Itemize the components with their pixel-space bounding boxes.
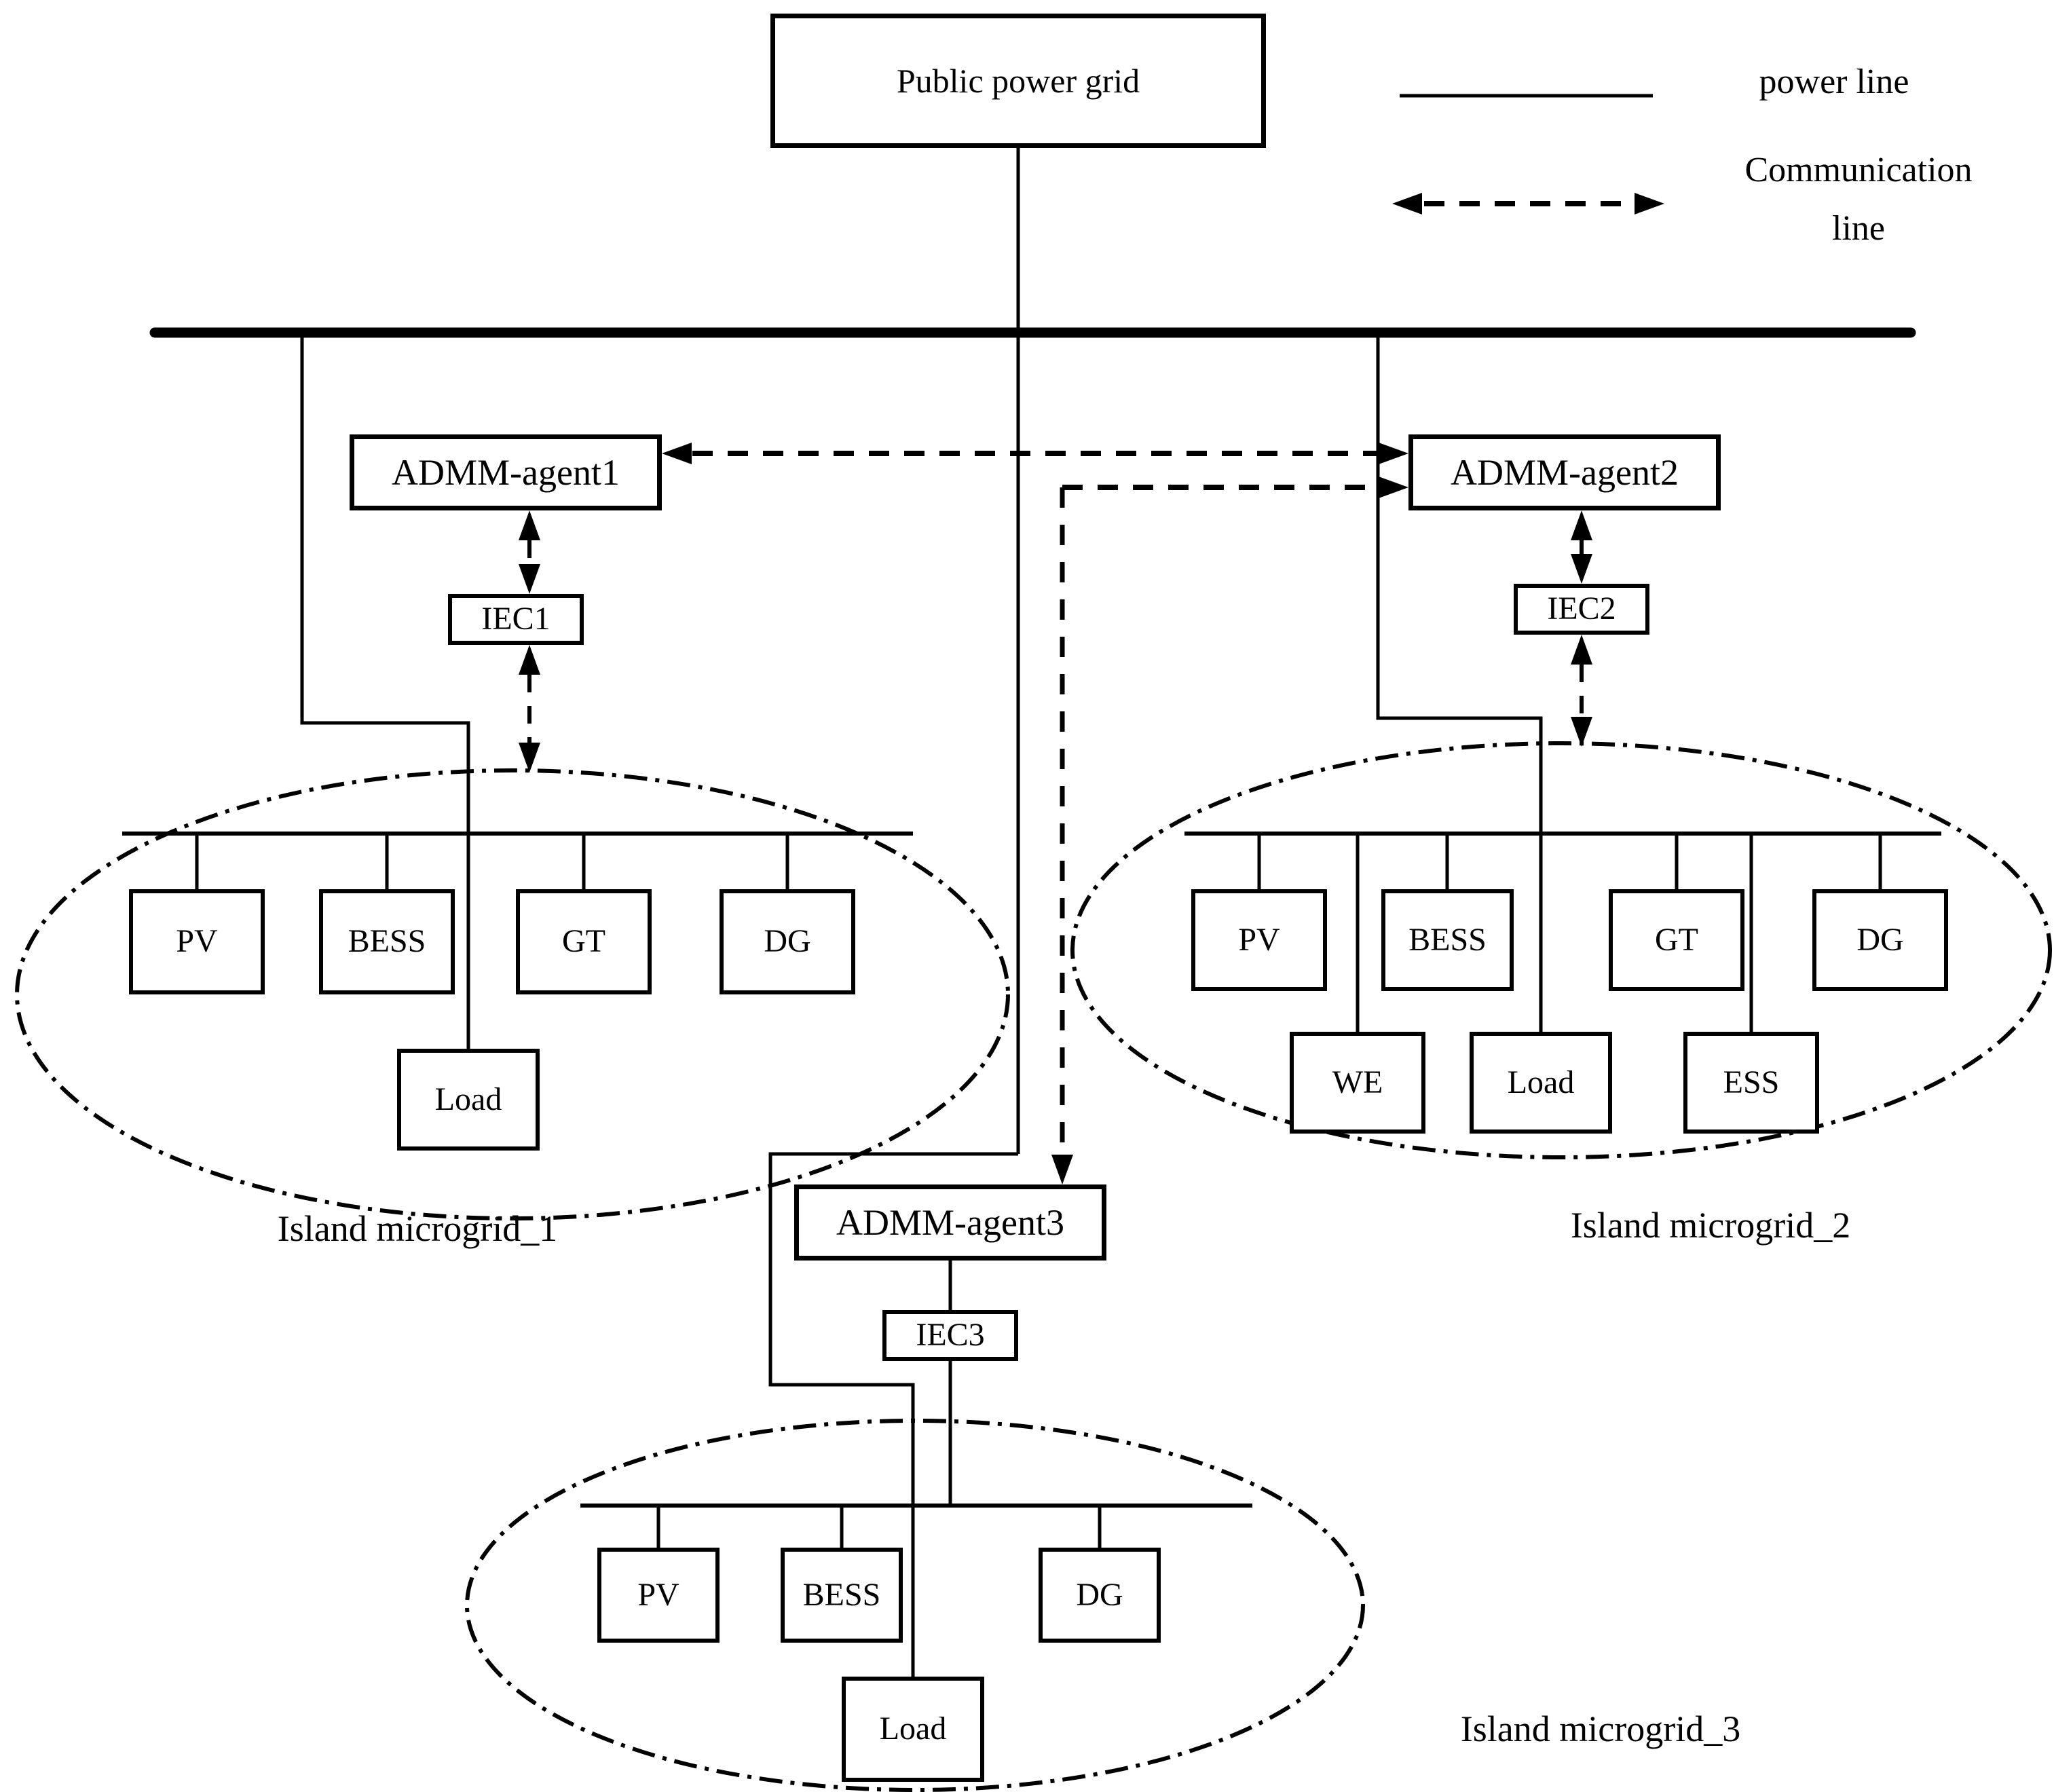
mg1-boundary-ellipse [15,768,1010,1220]
legend-communication-label-line2: line [1832,208,1885,248]
mg3-dg-box: DG [1039,1548,1161,1643]
device-stub-lines [195,834,1882,1548]
mg1-gt-box: GT [516,889,652,994]
arrow-iec1-mg1-up [519,645,540,675]
arrow-into-agent1 [662,443,692,464]
power-line-mg3-route [768,1152,1018,1677]
admm-agent2-box: ADMM-agent2 [1408,434,1721,510]
arrow-iec2-mg2-down [1571,717,1592,747]
mg3-boundary-ellipse [465,1419,1365,1792]
arrow-into-agent2-upper [1379,443,1408,464]
legend-keys [1400,94,1653,206]
iec1-box: IEC1 [448,594,584,645]
iec3-box: IEC3 [882,1310,1018,1361]
mg1-region-label: Island microgrid_1 [277,1208,558,1249]
mg3-region-label: Island microgrid_3 [1460,1709,1741,1749]
arrow-iec1-mg1-down [519,743,540,772]
mg3-load-box: Load [842,1677,984,1782]
arrow-legend-left [1392,193,1422,214]
power-lines [300,148,1543,1677]
mg2-we-box: WE [1290,1032,1425,1134]
admm-agent3-box: ADMM-agent3 [794,1184,1106,1261]
mg1-pv-box: PV [129,889,265,994]
mg2-dg-box: DG [1812,889,1948,991]
mg2-boundary-ellipse [1070,741,2052,1159]
iec2-box: IEC2 [1514,584,1649,635]
mg2-bess-box: BESS [1381,889,1514,991]
mg3-bess-box: BESS [781,1548,903,1643]
power-line-mg2-route [1376,333,1543,1032]
arrow-legend-right [1635,193,1664,214]
arrowheads [519,193,1664,1184]
microgrid-buses [122,832,1941,1508]
arrow-agent1-iec1-down [519,564,540,594]
public-power-grid-box: Public power grid [770,14,1266,148]
arrow-agent2-iec2-down [1571,554,1592,584]
arrow-agent2-iec2-up [1571,510,1592,540]
legend-communication-label-line1: Communication [1744,150,1973,189]
mg2-region-label: Island microgrid_2 [1570,1205,1851,1246]
power-line-mg1-route [300,333,470,1049]
microgrid-boundaries [15,741,2052,1792]
mg2-ess-box: ESS [1683,1032,1819,1134]
arrow-iec2-mg2-up [1571,635,1592,665]
legend-power-line-label: power line [1759,62,1909,101]
mg1-bess-box: BESS [319,889,455,994]
mg2-pv-box: PV [1191,889,1327,991]
mg1-dg-box: DG [720,889,855,994]
arrow-into-agent3 [1051,1155,1073,1184]
arrow-agent1-iec1-up [519,510,540,540]
mg1-load-box: Load [397,1049,540,1151]
mg2-gt-box: GT [1609,889,1744,991]
arrow-into-agent2-lower [1379,477,1408,498]
admm-agent1-box: ADMM-agent1 [350,434,662,510]
mg2-load-box: Load [1470,1032,1612,1134]
communication-lines [527,451,1584,1154]
mg3-pv-box: PV [597,1548,720,1643]
